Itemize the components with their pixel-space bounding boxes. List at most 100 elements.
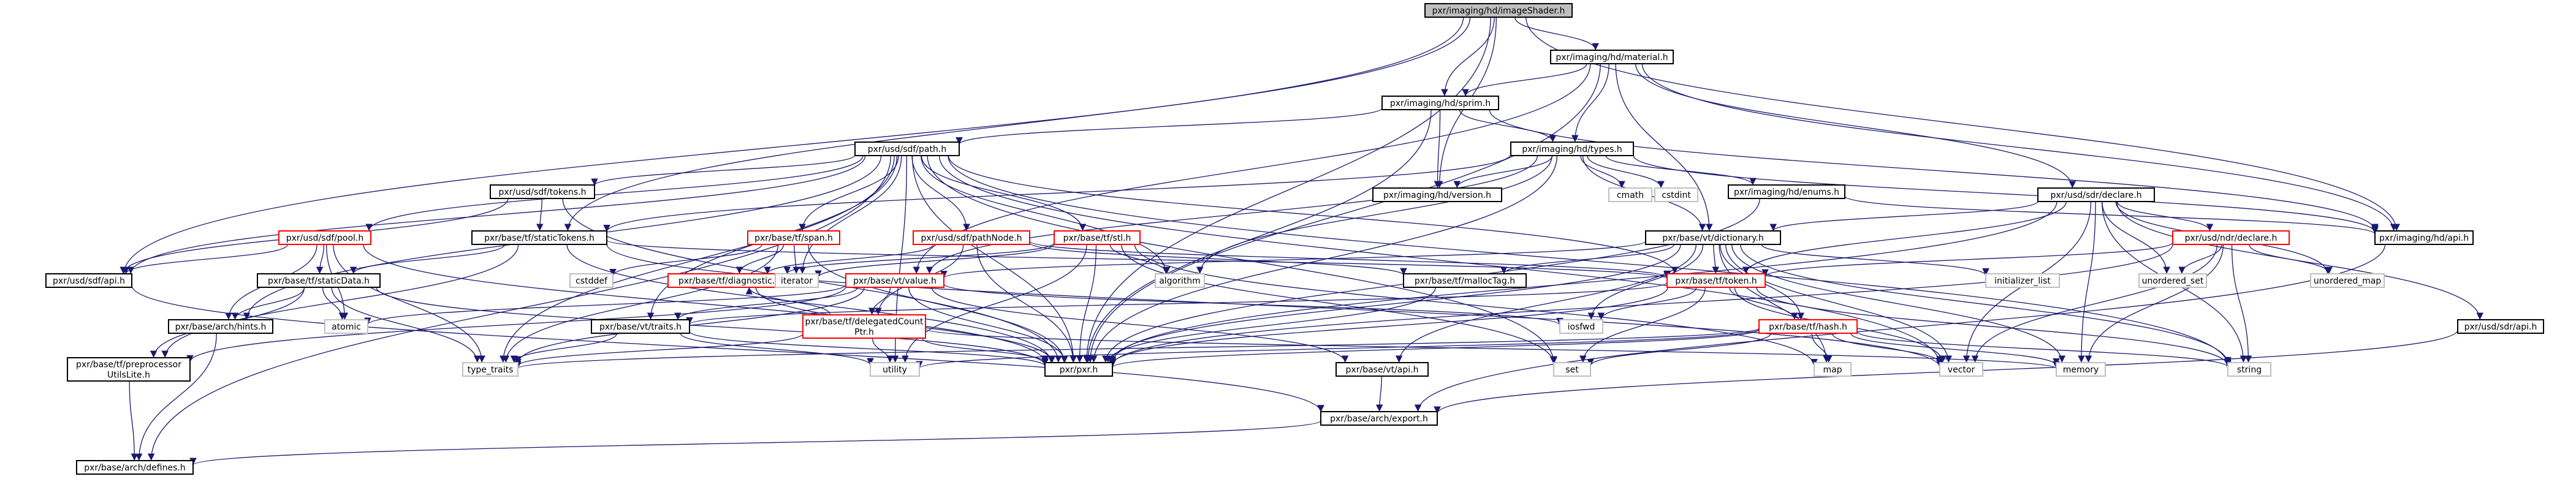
edge-dictionary-to-pxr <box>1108 244 1681 363</box>
node-box <box>67 357 191 382</box>
edge-stl-to-pxr <box>1076 244 1097 363</box>
edge-hash-to-vector <box>1831 333 1943 364</box>
node-span[interactable]: pxr/base/tf/span.h <box>747 230 840 245</box>
node-staticData[interactable]: pxr/base/tf/staticData.h <box>257 273 381 288</box>
edge-types-to-algorithm <box>1196 155 1552 274</box>
node-sdfTokens[interactable]: pxr/usd/sdf/tokens.h <box>490 184 595 199</box>
edge-delegatedCount-to-typeTraits <box>514 333 804 367</box>
node-pxr[interactable]: pxr/pxr.h <box>1044 362 1113 377</box>
node-vtTraits[interactable]: pxr/base/vt/traits.h <box>591 319 690 334</box>
node-box <box>591 319 690 334</box>
node-box <box>1814 362 1852 377</box>
node-box <box>2037 187 2155 202</box>
node-label-line: pxr/base/tf/preprocessor <box>76 360 181 370</box>
edge-token-to-set <box>1579 287 1706 363</box>
edge-path-to-set <box>927 155 1557 364</box>
node-label-line: pxr/imaging/hd/api.h <box>2379 233 2469 243</box>
edge-sdrDeclare-to-unorderedSet <box>2102 201 2171 274</box>
node-label-line: cstdint <box>1662 191 1691 200</box>
node-label: pxr/usd/sdr/api.h <box>2464 322 2537 332</box>
node-label: pxr/base/arch/hints.h <box>175 322 267 332</box>
node-archHints[interactable]: pxr/base/arch/hints.h <box>168 319 273 334</box>
edge-span-to-pxr <box>808 244 1068 363</box>
node-stl[interactable]: pxr/base/tf/stl.h <box>1054 230 1141 245</box>
edge-pool-to-sdfApi <box>122 244 289 274</box>
node-material[interactable]: pxr/imaging/hd/material.h <box>1550 50 1674 64</box>
edge-imageShader-to-pxr <box>1083 17 1491 363</box>
node-label: iosfwd <box>1568 322 1595 332</box>
edge-hash-to-utility <box>916 328 1760 369</box>
edge-token-to-pxr <box>1109 287 1668 365</box>
node-ndrDeclare[interactable]: pxr/usd/ndr/declare.h <box>2172 230 2290 245</box>
edge-delegatedCount-to-pxr <box>922 338 1049 363</box>
node-archExport[interactable]: pxr/base/arch/export.h <box>1320 411 1438 426</box>
node-sprim[interactable]: pxr/imaging/hd/sprim.h <box>1381 96 1499 110</box>
node-archDefines[interactable]: pxr/base/arch/defines.h <box>76 460 194 475</box>
node-label-line: pxr/base/arch/hints.h <box>175 322 267 332</box>
node-path[interactable]: pxr/usd/sdf/path.h <box>854 141 960 156</box>
node-box <box>1403 273 1527 288</box>
edge-hdEnums-to-hdApi <box>1844 195 2379 235</box>
node-imageShader[interactable]: pxr/imaging/hd/imageShader.h <box>1424 3 1573 18</box>
node-label-line: pxr/base/tf/span.h <box>754 233 833 243</box>
node-label-line: memory <box>2063 365 2099 375</box>
node-label: pxr/usd/sdf/path.h <box>868 145 946 154</box>
node-sdrDeclare[interactable]: pxr/usd/sdr/declare.h <box>2037 187 2155 202</box>
node-label: pxr/imaging/hd/material.h <box>1556 53 1668 62</box>
node-typeTraits: type_traits <box>462 362 519 377</box>
node-label: pxr/imaging/hd/enums.h <box>1734 187 1839 197</box>
edge-types-to-cmath <box>1580 155 1625 189</box>
node-label: algorithm <box>1159 276 1201 286</box>
edge-path-to-algorithm <box>921 155 1170 274</box>
node-box <box>1559 319 1603 334</box>
node-vtValue[interactable]: pxr/base/vt/value.h <box>845 273 944 288</box>
node-token[interactable]: pxr/base/tf/token.h <box>1666 273 1766 288</box>
edge-staticTokens-to-token <box>606 240 1671 279</box>
node-unorderedSet: unordered_set <box>2138 273 2207 288</box>
node-diagnostic[interactable]: pxr/base/tf/diagnostic.h <box>667 273 791 288</box>
node-pathNode[interactable]: pxr/usd/sdf/pathNode.h <box>913 230 1030 245</box>
node-vtApi[interactable]: pxr/base/vt/api.h <box>1335 362 1429 377</box>
node-hash[interactable]: pxr/base/tf/hash.h <box>1758 319 1858 334</box>
edge-stl-to-diagnostic <box>783 242 1055 274</box>
edge-vtValue-to-typeTraits <box>514 287 865 364</box>
edge-stl-to-algorithm <box>1109 244 1171 274</box>
node-label-line: pxr/usd/sdr/declare.h <box>2050 191 2141 200</box>
node-hdApi[interactable]: pxr/imaging/hd/api.h <box>2374 230 2474 245</box>
node-types[interactable]: pxr/imaging/hd/types.h <box>1510 141 1634 156</box>
node-label: cstdint <box>1662 191 1691 200</box>
node-utility: utility <box>870 362 920 377</box>
node-hdVersion[interactable]: pxr/imaging/hd/version.h <box>1372 187 1502 202</box>
node-box <box>257 273 381 288</box>
node-staticTokens[interactable]: pxr/base/tf/staticTokens.h <box>471 230 607 245</box>
node-hdEnums[interactable]: pxr/imaging/hd/enums.h <box>1728 184 1845 199</box>
node-label-line: pxr/base/tf/delegatedCount <box>805 317 924 327</box>
node-label-line: pxr/usd/sdf/pool.h <box>286 233 363 243</box>
edge-delegatedCount-to-diagnostic <box>745 287 830 315</box>
edge-hash-to-pxr <box>1109 329 1760 368</box>
node-mallocTag[interactable]: pxr/base/tf/mallocTag.h <box>1403 273 1527 288</box>
node-box <box>1654 187 1698 202</box>
node-iterator: iterator <box>775 273 819 288</box>
node-sdrApi[interactable]: pxr/usd/sdr/api.h <box>2457 319 2544 334</box>
node-label: pxr/usd/sdf/tokens.h <box>498 187 586 197</box>
node-label: pxr/base/arch/export.h <box>1330 414 1428 424</box>
edge-hash-to-map <box>1811 333 1833 363</box>
node-label-line: pxr/imaging/hd/sprim.h <box>1390 99 1491 108</box>
node-dictionary[interactable]: pxr/base/vt/dictionary.h <box>1645 230 1781 245</box>
edge-stl-to-map <box>1134 244 1818 366</box>
node-box <box>747 230 840 245</box>
node-pool[interactable]: pxr/usd/sdf/pool.h <box>278 230 371 245</box>
edge-token-to-iosfwd <box>1597 287 1697 320</box>
node-label: pxr/imaging/hd/imageShader.h <box>1432 6 1565 16</box>
edge-types-to-hdApi <box>1633 155 2379 233</box>
node-label-line: algorithm <box>1159 276 1201 286</box>
node-box <box>802 314 926 339</box>
edge-staticData-to-atomic <box>322 287 346 320</box>
edge-stl-to-iterator <box>815 243 1055 278</box>
edge-types-to-cstdint <box>1587 155 1665 189</box>
node-label-line: iosfwd <box>1568 322 1595 332</box>
node-sdfApi[interactable]: pxr/usd/sdf/api.h <box>45 273 132 288</box>
